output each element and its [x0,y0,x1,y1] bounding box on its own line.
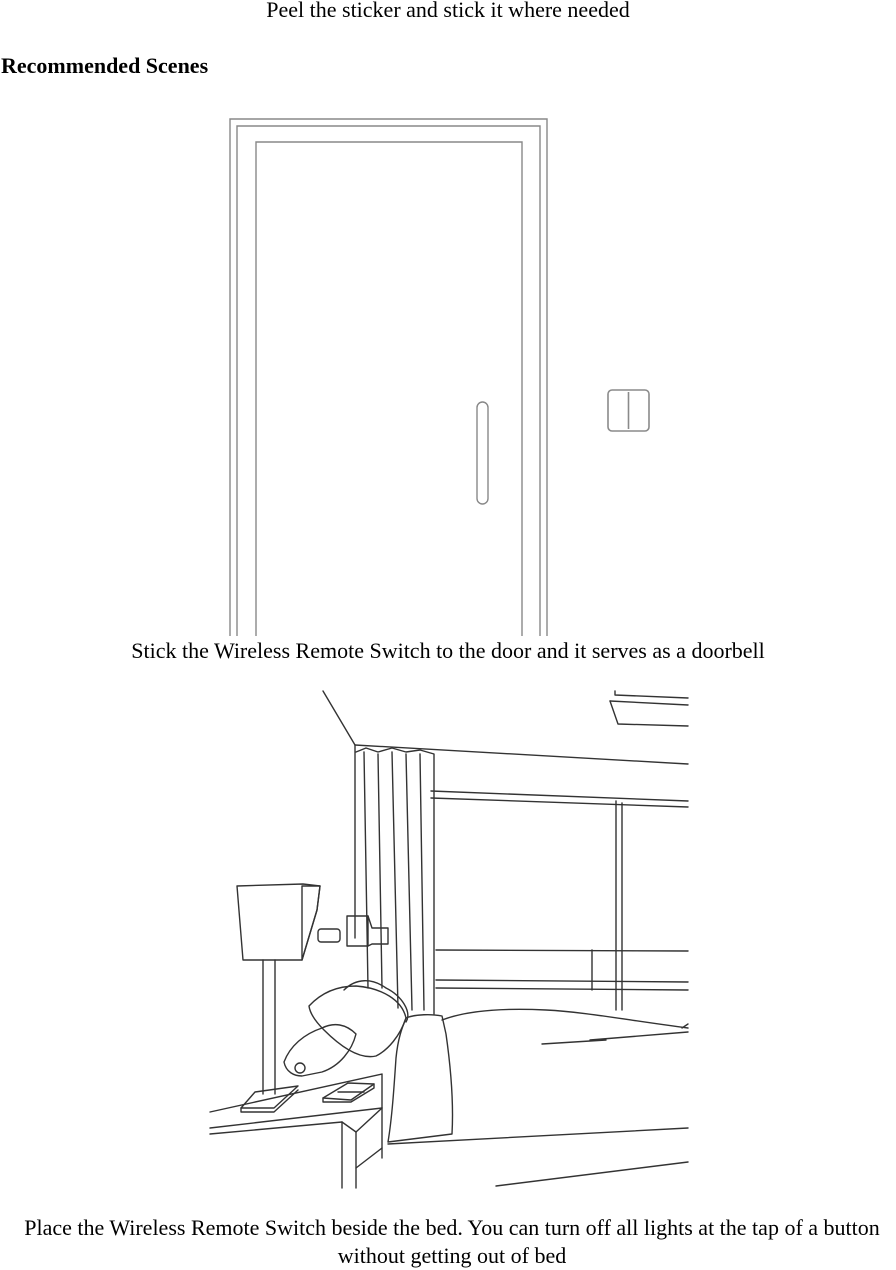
bedroom-illustration [209,690,689,1189]
bed-scene-caption: Place the Wireless Remote Switch beside … [24,1215,880,1268]
door-handle [476,401,489,505]
curtain [355,747,435,1015]
instruction-text: Peel the sticker and stick it where need… [266,0,630,22]
door-scene-caption: Stick the Wireless Remote Switch to the … [131,638,765,663]
ceiling-fixture [614,690,689,699]
door-frame-outer [229,118,548,636]
pillow [308,985,407,1058]
door-illustration [229,118,650,636]
bedside-switch [322,1082,375,1103]
lamp-shade [236,883,321,961]
hand [283,1023,357,1077]
section-heading: Recommended Scenes [1,53,209,78]
nightstand [209,1073,383,1133]
bed [441,1008,689,1029]
wall-switch [607,389,650,432]
door-frame-inner [236,125,541,636]
door-leaf [255,141,523,636]
